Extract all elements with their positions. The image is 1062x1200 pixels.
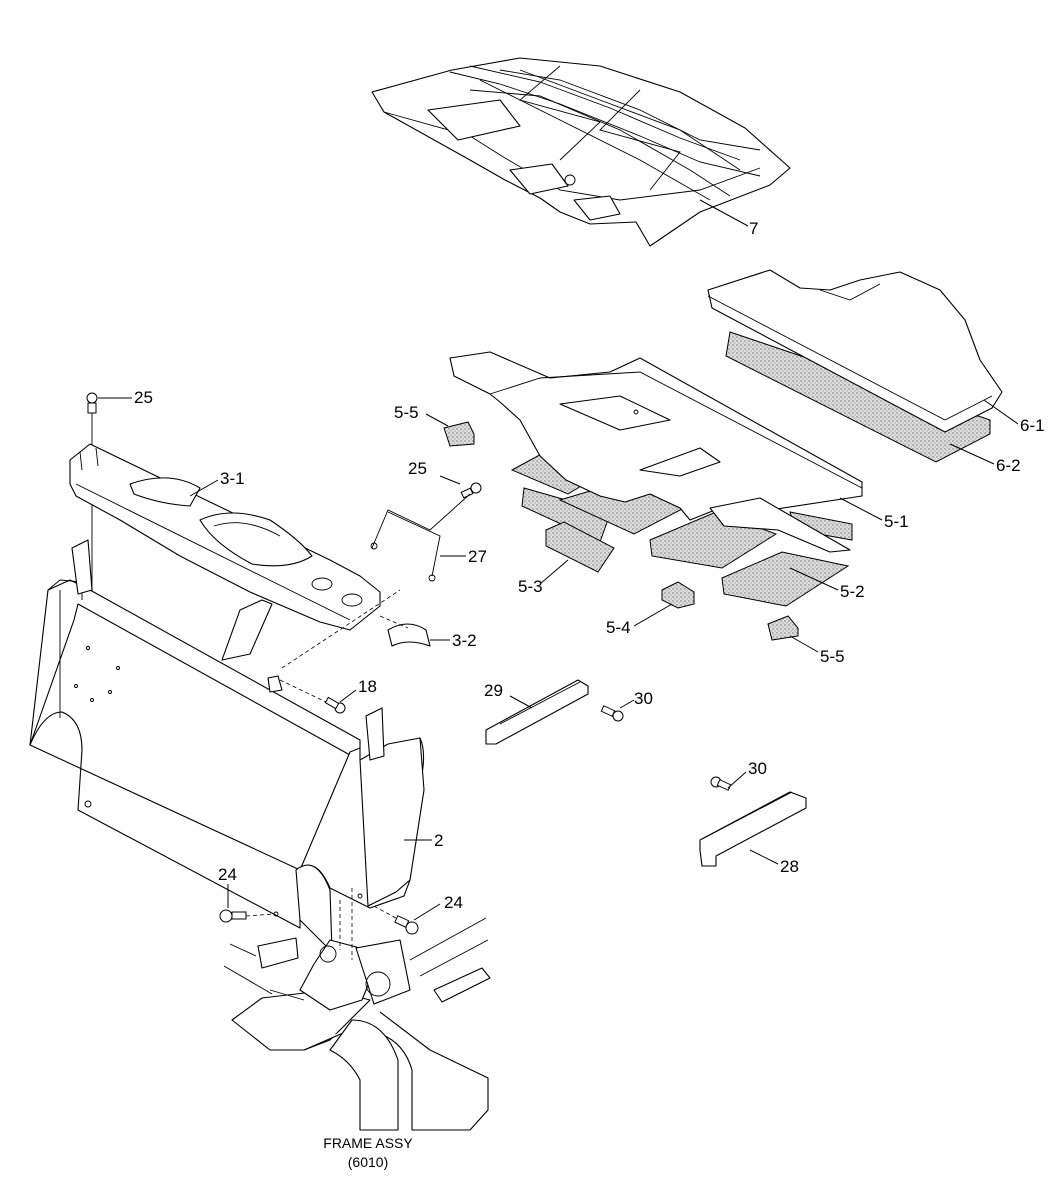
- callout-5-2: 5-2: [840, 582, 865, 601]
- upper-cover-part-3-1: [69, 443, 381, 631]
- leader-3-1: [189, 479, 219, 497]
- leader-18: [339, 689, 357, 703]
- leader-30-lower: [727, 771, 747, 789]
- leader-30-upper: [619, 699, 635, 709]
- bolt-part-30-upper: [600, 705, 624, 722]
- callout-25-lower: 25: [408, 459, 427, 478]
- leader-5-5-lower: [789, 635, 819, 653]
- leader-25-lower: [439, 475, 461, 485]
- leader-5-1: [839, 497, 883, 521]
- frame-assy-code: (6010): [348, 1154, 388, 1170]
- callout-5-5-upper: 5-5: [394, 403, 419, 422]
- callout-5-4: 5-4: [606, 618, 631, 637]
- cover-part-3-2: [379, 615, 431, 647]
- foam-block-part-5-5-lower: [767, 615, 799, 641]
- leader-6-2: [949, 443, 995, 465]
- seat-stand-part-2: [29, 539, 425, 953]
- bolt-part-24-right: [369, 903, 419, 935]
- callout-5-5-lower: 5-5: [820, 647, 845, 666]
- leader-6-1: [983, 399, 1019, 425]
- callout-25-upper: 25: [134, 388, 153, 407]
- callout-24-right: 24: [444, 893, 463, 912]
- leader-5-3: [539, 559, 569, 585]
- panel-part-6-1: [707, 269, 1003, 463]
- callout-18: 18: [358, 677, 377, 696]
- foam-block-part-5-5-upper: [443, 421, 475, 447]
- bolt-part-25-lower: [460, 482, 482, 499]
- callout-28: 28: [780, 857, 799, 876]
- leader-5-5-upper: [425, 413, 449, 427]
- rail-part-28: [699, 791, 807, 867]
- frame-assy-caption: FRAME ASSY: [323, 1135, 413, 1151]
- callout-30-upper: 30: [634, 689, 653, 708]
- leader-24-right: [413, 903, 441, 921]
- callout-5-1: 5-1: [884, 512, 909, 531]
- callout-2: 2: [434, 831, 443, 850]
- callout-29: 29: [484, 681, 503, 700]
- leader-5-4: [633, 603, 673, 627]
- callout-30-lower: 30: [748, 759, 767, 778]
- callout-3-1: 3-1: [220, 469, 245, 488]
- callout-27: 27: [468, 547, 487, 566]
- callout-3-2: 3-2: [452, 631, 477, 650]
- bolt-part-30-lower: [710, 776, 732, 791]
- leader-28: [749, 849, 779, 865]
- bolt-part-24-left: [219, 909, 279, 923]
- callout-6-2: 6-2: [996, 456, 1021, 475]
- foam-pad-part-5-4: [661, 581, 695, 609]
- frame-assembly: [223, 888, 491, 1131]
- callout-5-3: 5-3: [518, 577, 543, 596]
- wire-bracket-part-27: [370, 493, 471, 582]
- callout-24-left: 24: [218, 865, 237, 884]
- leader-5-2: [789, 567, 839, 591]
- leader-7: [699, 199, 749, 227]
- bolt-part-25-upper: [86, 392, 98, 600]
- leader-29: [509, 695, 533, 709]
- foam-pad-part-5-3: [545, 521, 615, 573]
- floor-panel-part-5-1: [449, 351, 863, 553]
- callout-7: 7: [749, 219, 758, 238]
- bolt-part-18: [279, 589, 401, 714]
- floor-mat-part-7: [371, 57, 791, 247]
- callout-6-1: 6-1: [1020, 416, 1045, 435]
- rail-part-29: [485, 679, 589, 745]
